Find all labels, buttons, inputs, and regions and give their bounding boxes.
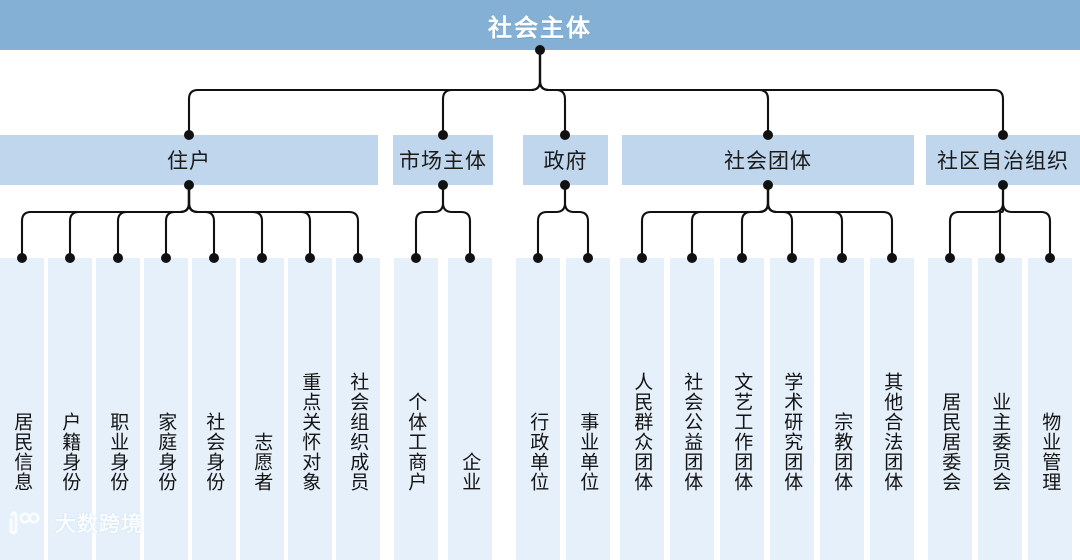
- leaf-node-0[interactable]: 居民信息: [0, 258, 44, 560]
- watermark-logo-icon: [8, 510, 48, 536]
- level2-node-label: 市场主体: [399, 149, 487, 173]
- root-node: 社会主体: [0, 0, 1080, 50]
- leaf-node-6[interactable]: 重点关怀对象: [288, 258, 332, 560]
- watermark: 大数跨境: [8, 508, 143, 538]
- root-node-label: 社会主体: [488, 13, 592, 42]
- leaf-node-label: 业主委员会: [989, 392, 1012, 492]
- leaf-node-label: 职业身份: [107, 412, 130, 492]
- leaf-node-12[interactable]: 人民群众团体: [620, 258, 664, 560]
- leaf-node-11[interactable]: 事业单位: [566, 258, 610, 560]
- leaf-node-16[interactable]: 宗教团体: [820, 258, 864, 560]
- leaf-node-label: 其他合法团体: [881, 372, 904, 492]
- watermark-text: 大数跨境: [55, 512, 143, 536]
- leaf-node-4[interactable]: 社会身份: [192, 258, 236, 560]
- leaf-node-20[interactable]: 物业管理: [1028, 258, 1072, 560]
- leaf-node-13[interactable]: 社会公益团体: [670, 258, 714, 560]
- level2-node-3[interactable]: 社会团体: [622, 135, 914, 185]
- leaf-node-18[interactable]: 居民居委会: [928, 258, 972, 560]
- leaf-node-label: 行政单位: [527, 412, 550, 492]
- level2-node-label: 社区自治组织: [937, 149, 1069, 173]
- leaf-node-label: 物业管理: [1039, 412, 1062, 492]
- leaf-node-17[interactable]: 其他合法团体: [870, 258, 914, 560]
- leaf-node-19[interactable]: 业主委员会: [978, 258, 1022, 560]
- level2-node-0[interactable]: 住户: [0, 135, 378, 185]
- leaf-node-label: 重点关怀对象: [299, 372, 322, 492]
- leaf-node-14[interactable]: 文艺工作团体: [720, 258, 764, 560]
- leaf-node-7[interactable]: 社会组织成员: [336, 258, 380, 560]
- leaf-node-label: 居民信息: [11, 412, 34, 492]
- leaf-node-label: 家庭身份: [155, 412, 178, 492]
- leaf-node-label: 人民群众团体: [631, 372, 654, 492]
- leaf-node-label: 志愿者: [251, 432, 274, 492]
- level2-node-label: 社会团体: [724, 149, 812, 173]
- leaf-node-15[interactable]: 学术研究团体: [770, 258, 814, 560]
- leaf-node-8[interactable]: 个体工商户: [394, 258, 438, 560]
- leaf-node-10[interactable]: 行政单位: [516, 258, 560, 560]
- leaf-node-label: 事业单位: [577, 412, 600, 492]
- leaf-node-label: 企业: [459, 452, 482, 492]
- leaf-node-9[interactable]: 企业: [448, 258, 492, 560]
- leaf-node-label: 居民居委会: [939, 392, 962, 492]
- leaf-node-label: 社会身份: [203, 412, 226, 492]
- leaf-node-1[interactable]: 户籍身份: [48, 258, 92, 560]
- level2-node-1[interactable]: 市场主体: [393, 135, 493, 185]
- level2-node-4[interactable]: 社区自治组织: [926, 135, 1080, 185]
- leaf-node-2[interactable]: 职业身份: [96, 258, 140, 560]
- leaf-node-label: 宗教团体: [831, 412, 854, 492]
- leaf-node-label: 户籍身份: [59, 412, 82, 492]
- leaf-node-label: 社会公益团体: [681, 372, 704, 492]
- level2-node-label: 政府: [543, 149, 588, 173]
- level2-node-label: 住户: [167, 149, 211, 173]
- leaf-node-5[interactable]: 志愿者: [240, 258, 284, 560]
- leaf-node-label: 文艺工作团体: [731, 372, 754, 492]
- leaf-node-label: 个体工商户: [405, 392, 428, 492]
- leaf-node-label: 社会组织成员: [347, 372, 370, 492]
- leaf-node-3[interactable]: 家庭身份: [144, 258, 188, 560]
- level2-node-2[interactable]: 政府: [523, 135, 608, 185]
- leaf-node-label: 学术研究团体: [781, 372, 804, 492]
